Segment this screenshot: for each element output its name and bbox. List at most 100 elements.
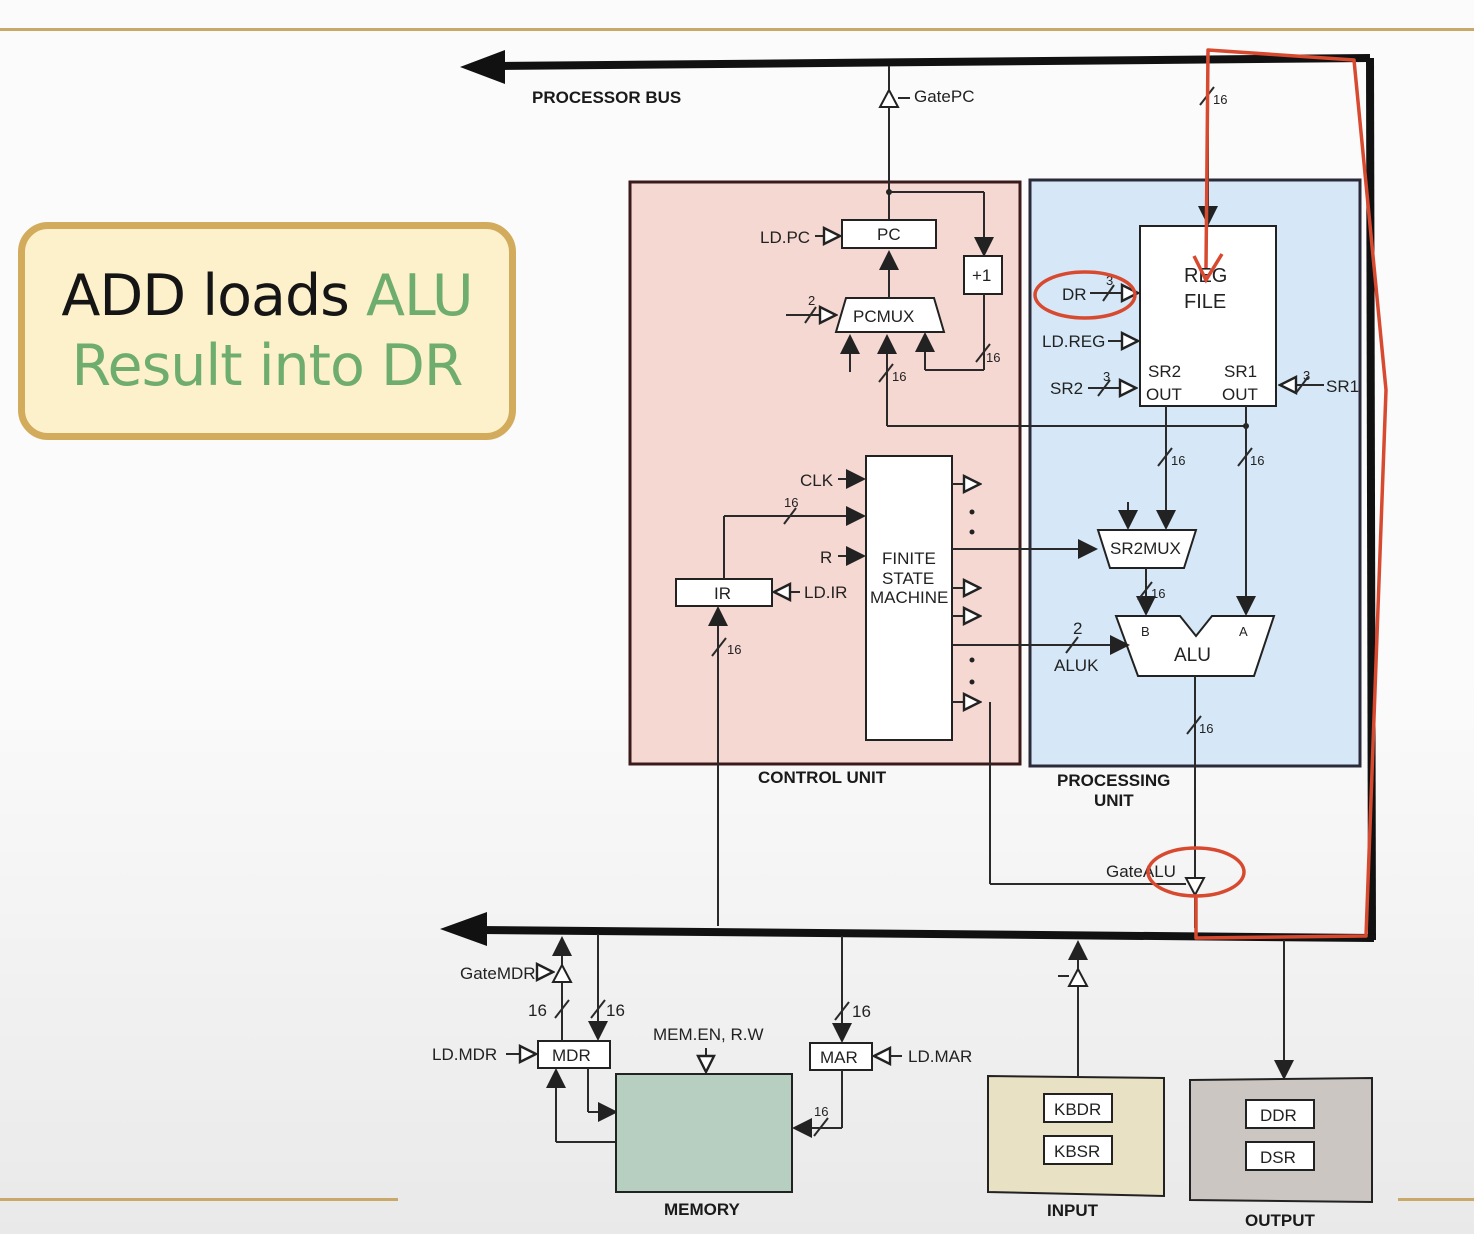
bottom-rule-right bbox=[1398, 1198, 1474, 1201]
sr2mux-out-width: 16 bbox=[1151, 586, 1165, 601]
dsr-label: DSR bbox=[1260, 1148, 1296, 1167]
clk-label: CLK bbox=[800, 471, 834, 490]
sr2mux-out-tick bbox=[1137, 581, 1153, 601]
kbdr-register bbox=[1043, 1093, 1113, 1123]
bus-to-ir-tick bbox=[711, 637, 727, 657]
gate-alu-tristate bbox=[1184, 877, 1206, 898]
sr1-out-tick bbox=[1237, 447, 1253, 467]
fsm-label-1: FINITE bbox=[882, 549, 936, 568]
pcmux bbox=[834, 297, 946, 333]
alu-out-width: 16 bbox=[1199, 721, 1213, 736]
sr2mux-label: SR2MUX bbox=[1110, 539, 1181, 558]
ddr-register bbox=[1245, 1099, 1315, 1129]
mdr-register bbox=[537, 1040, 611, 1069]
ir-label: IR bbox=[714, 584, 731, 603]
incr-width-tick bbox=[975, 343, 991, 363]
callout-green-text: ALU bbox=[365, 263, 474, 329]
sr1-out-label-1: SR1 bbox=[1224, 362, 1257, 381]
pcmux-mid-tick bbox=[878, 363, 894, 383]
pc-label: PC bbox=[877, 225, 901, 244]
bus-to-regfile-width: 16 bbox=[1213, 92, 1227, 107]
reg-file-label-2: FILE bbox=[1184, 291, 1226, 313]
sr1-select-label: SR1 bbox=[1326, 377, 1359, 396]
sr1-out-width: 16 bbox=[1250, 453, 1264, 468]
r-label: R bbox=[820, 548, 832, 567]
pcmux-mid-width: 16 bbox=[892, 369, 906, 384]
bottom-rule-left bbox=[0, 1198, 398, 1201]
kbsr-register bbox=[1043, 1135, 1113, 1165]
fsm-dot bbox=[969, 529, 975, 535]
ir-to-fsm-tick bbox=[783, 507, 797, 525]
sr1-select-width: 3 bbox=[1303, 368, 1310, 383]
alu bbox=[1114, 615, 1276, 677]
ld-mdr-label: LD.MDR bbox=[432, 1045, 497, 1064]
input-tristate bbox=[1067, 966, 1089, 987]
gate-mdr-label: GateMDR bbox=[460, 964, 536, 983]
processing-unit-label-2: UNIT bbox=[1094, 791, 1134, 810]
bus-to-mar-width: 16 bbox=[852, 1002, 871, 1021]
alu-label: ALU bbox=[1174, 645, 1211, 666]
pc-register bbox=[841, 219, 937, 249]
mdr-out-width: 16 bbox=[528, 1001, 547, 1020]
pcmux-select-tick bbox=[804, 306, 817, 324]
kbdr-label: KBDR bbox=[1054, 1100, 1101, 1119]
sr2-out-width: 16 bbox=[1171, 453, 1185, 468]
fsm-label-3: MACHINE bbox=[870, 588, 948, 607]
ld-reg-label: LD.REG bbox=[1042, 332, 1105, 351]
aluk-tick bbox=[1065, 636, 1079, 654]
aluk-label: ALUK bbox=[1054, 656, 1099, 675]
top-rule bbox=[0, 28, 1474, 31]
bus-to-mdr-width: 16 bbox=[606, 1001, 625, 1020]
dr-tick bbox=[1102, 284, 1115, 302]
gate-pc-label: GatePC bbox=[914, 87, 974, 106]
alu-out-tick bbox=[1186, 715, 1202, 735]
output-label: OUTPUT bbox=[1245, 1211, 1316, 1230]
callout-dark-text: ADD loads bbox=[61, 263, 349, 329]
ld-pc-label: LD.PC bbox=[760, 228, 810, 247]
alu-in-b-label: B bbox=[1141, 624, 1150, 639]
callout-line-2: Result into DR bbox=[71, 333, 463, 399]
control-unit-label: CONTROL UNIT bbox=[758, 768, 887, 787]
sr2-select-tick bbox=[1097, 379, 1111, 397]
sr1-select-tick bbox=[1295, 376, 1309, 394]
processor-bus-bottom-arrow bbox=[440, 912, 487, 946]
sr2-out-tick bbox=[1157, 447, 1173, 467]
dr-label: DR bbox=[1062, 285, 1087, 304]
fsm-label-2: STATE bbox=[882, 569, 934, 588]
processor-bus-top-arrow bbox=[460, 50, 505, 84]
fsm-dot bbox=[969, 509, 975, 515]
alu-in-a-label: A bbox=[1239, 624, 1248, 639]
sr2-out-label-1: SR2 bbox=[1148, 362, 1181, 381]
mar-to-mem-tick bbox=[813, 1117, 829, 1137]
mar-to-mem-width: 16 bbox=[814, 1104, 828, 1119]
data-flow-annotation-path bbox=[1194, 48, 1388, 940]
memory-block bbox=[615, 1073, 793, 1193]
fsm-dot bbox=[969, 679, 975, 685]
bus-to-mar-tick bbox=[834, 1001, 850, 1021]
data-flow-annotation-arrowhead bbox=[1192, 253, 1224, 284]
mem-en-rw-label: MEM.EN, R.W bbox=[653, 1025, 764, 1044]
dsr-register bbox=[1245, 1141, 1315, 1171]
sr2-select-label: SR2 bbox=[1050, 379, 1083, 398]
ddr-label: DDR bbox=[1260, 1106, 1297, 1125]
gate-mdr-tristate bbox=[551, 962, 573, 983]
callout-line-1: ADD loads ALU bbox=[61, 261, 474, 331]
gate-pc-tristate bbox=[878, 87, 900, 108]
bus-to-ir-width: 16 bbox=[727, 642, 741, 657]
kbsr-label: KBSR bbox=[1054, 1142, 1100, 1161]
ir-to-fsm-width: 16 bbox=[784, 495, 798, 510]
pcmux-label: PCMUX bbox=[853, 307, 914, 326]
processor-bus-top bbox=[499, 54, 1371, 70]
fsm-dot bbox=[969, 657, 975, 663]
mar-label: MAR bbox=[820, 1048, 858, 1067]
sr2-select-width: 3 bbox=[1103, 369, 1110, 384]
processing-unit-label-1: PROCESSING bbox=[1057, 771, 1170, 790]
incr-width-label: 16 bbox=[986, 350, 1000, 365]
incrementer-label: +1 bbox=[972, 266, 991, 285]
output-block bbox=[1189, 1076, 1373, 1204]
mdr-out-tick bbox=[554, 999, 570, 1019]
sr2-out-label-2: OUT bbox=[1146, 385, 1182, 404]
sr1-out-label-2: OUT bbox=[1222, 385, 1258, 404]
dr-width: 3 bbox=[1106, 273, 1113, 288]
